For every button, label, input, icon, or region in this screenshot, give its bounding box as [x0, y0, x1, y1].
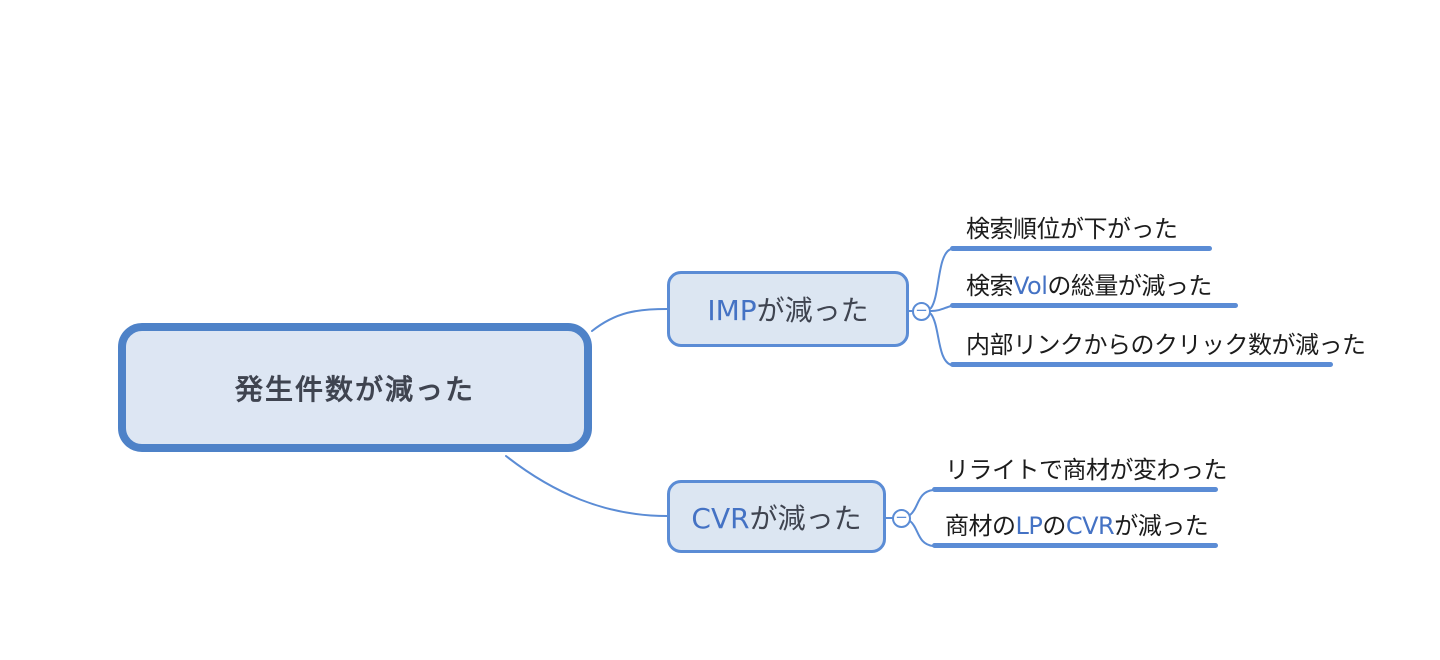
root-topic[interactable]: 発生件数が減った [118, 323, 592, 452]
topic-underline [950, 246, 1212, 251]
connector-root-imp [591, 308, 668, 332]
connector-imp-child3 [930, 313, 952, 366]
connector-imp-child1 [930, 248, 952, 309]
subtopic-cvr-1[interactable]: リライトで商材が変わった [932, 450, 1228, 492]
root-topic-label: 発生件数が減った [234, 372, 475, 406]
subtopic-imp-2-label: 検索Volの総量が減った [966, 272, 1212, 300]
subtopic-cvr-2[interactable]: 商材のLPのCVRが減った [932, 506, 1218, 548]
branch-topic-imp-label: IMPが減った [707, 294, 869, 327]
subtopic-imp-2[interactable]: 検索Volの総量が減った [950, 266, 1238, 308]
topic-underline [950, 362, 1333, 367]
subtopic-imp-1[interactable]: 検索順位が下がった [950, 209, 1212, 251]
minus-icon: − [915, 301, 928, 319]
connector-cvr-child2 [909, 520, 934, 547]
branch-topic-imp[interactable]: IMPが減った [667, 271, 909, 347]
branch-topic-cvr[interactable]: CVRが減った [667, 480, 886, 553]
topic-underline [932, 543, 1218, 548]
collapse-toggle-imp[interactable]: − [912, 302, 931, 321]
branch-topic-cvr-label: CVRが減った [691, 501, 862, 535]
subtopic-imp-1-label: 検索順位が下がった [966, 215, 1178, 243]
topic-underline [932, 487, 1218, 492]
subtopic-cvr-2-label: 商材のLPのCVRが減った [945, 512, 1209, 540]
topic-underline [950, 303, 1238, 308]
collapse-toggle-cvr[interactable]: − [892, 509, 911, 528]
subtopic-imp-3-label: 内部リンクからのクリック数が減った [966, 331, 1366, 359]
minus-icon: − [895, 508, 908, 526]
connector-imp-child2 [930, 305, 952, 312]
subtopic-cvr-1-label: リライトで商材が変わった [945, 456, 1228, 484]
connector-cvr-child1 [909, 489, 934, 516]
subtopic-imp-3[interactable]: 内部リンクからのクリック数が減った [950, 325, 1366, 367]
connector-root-cvr [505, 455, 668, 517]
